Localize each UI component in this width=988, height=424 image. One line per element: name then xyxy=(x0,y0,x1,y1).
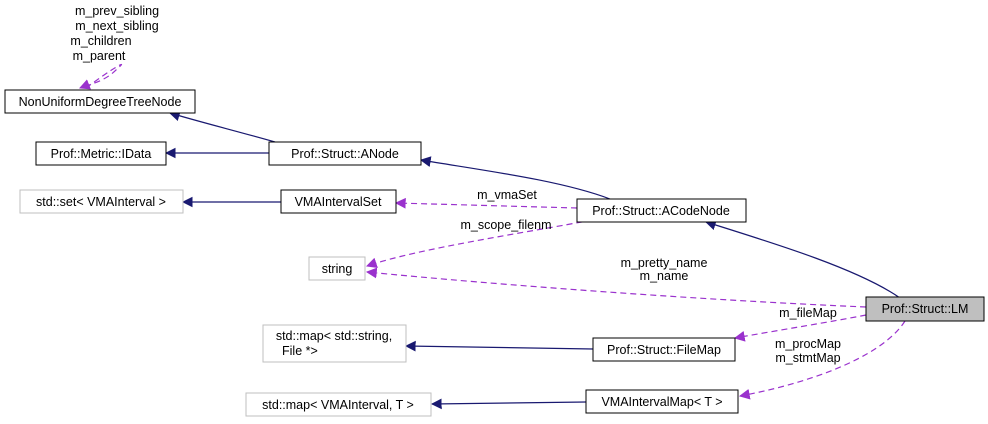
node-label: Prof::Struct::ANode xyxy=(291,147,399,161)
edge-lm-to-filemap xyxy=(733,314,867,342)
node-label: std::set< VMAInterval > xyxy=(36,195,166,209)
label-prev-sibling: m_prev_sibling xyxy=(75,4,159,18)
node-vma-interval-map[interactable]: VMAIntervalMap< T > xyxy=(585,389,739,414)
label-parent: m_parent xyxy=(73,49,126,63)
node-label: VMAIntervalSet xyxy=(295,195,382,209)
node-struct-anode[interactable]: Prof::Struct::ANode xyxy=(268,141,422,166)
node-struct-lm[interactable]: Prof::Struct::LM xyxy=(865,296,985,322)
node-struct-acodenode[interactable]: Prof::Struct::ACodeNode xyxy=(576,198,747,223)
edge-self-loop xyxy=(78,63,123,90)
node-struct-filemap[interactable]: Prof::Struct::FileMap xyxy=(592,337,736,362)
node-nonuniform-degree-tree-node[interactable]: NonUniformDegreeTreeNode xyxy=(4,89,196,114)
edge-lm-to-acodenode xyxy=(704,219,901,299)
label-proc-map: m_procMap xyxy=(775,337,841,351)
label-scope-filenm: m_scope_filenm xyxy=(460,218,551,232)
label-next-sibling: m_next_sibling xyxy=(75,19,158,33)
edge-anode-to-nonuniform xyxy=(168,110,276,143)
edge-acodenode-to-anode xyxy=(419,156,611,200)
label-name: m_name xyxy=(640,269,689,283)
node-std-map-file[interactable]: std::map< std::string, File *> xyxy=(262,324,407,363)
node-label: NonUniformDegreeTreeNode xyxy=(19,95,182,109)
node-label: Prof::Struct::LM xyxy=(882,302,969,316)
node-label-line2: File *> xyxy=(282,344,318,358)
edge-lm-to-vmaintervalmap xyxy=(738,320,906,400)
label-pretty-name: m_pretty_name xyxy=(621,256,708,270)
node-label: VMAIntervalMap< T > xyxy=(601,395,722,409)
node-std-set[interactable]: std::set< VMAInterval > xyxy=(19,189,184,214)
node-label: Prof::Struct::ACodeNode xyxy=(592,204,730,218)
edge-acodenode-to-vmaintervalset xyxy=(394,197,578,209)
label-vma-set: m_vmaSet xyxy=(477,188,537,202)
node-metric-idata[interactable]: Prof::Metric::IData xyxy=(35,141,167,166)
edge-filemap-to-stdmap xyxy=(404,340,594,352)
edge-acodenode-to-string xyxy=(365,219,593,268)
label-stmt-map: m_stmtMap xyxy=(775,351,840,365)
node-label: std::map< VMAInterval, T > xyxy=(262,398,414,412)
label-children: m_children xyxy=(70,34,131,48)
label-self-loop: m_prev_sibling m_next_sibling m_children… xyxy=(70,4,159,63)
edge-vmaintervalmap-to-stdmap xyxy=(430,398,587,410)
node-vma-interval-set[interactable]: VMAIntervalSet xyxy=(280,189,397,214)
node-label-line1: std::map< std::string, xyxy=(276,329,392,343)
node-label: Prof::Struct::FileMap xyxy=(607,343,721,357)
edge-lm-to-string xyxy=(365,267,867,308)
node-label: string xyxy=(322,262,353,276)
node-string[interactable]: string xyxy=(308,256,366,281)
label-file-map: m_fileMap xyxy=(779,306,837,320)
node-label: Prof::Metric::IData xyxy=(51,147,152,161)
node-std-map-vma[interactable]: std::map< VMAInterval, T > xyxy=(245,392,432,417)
